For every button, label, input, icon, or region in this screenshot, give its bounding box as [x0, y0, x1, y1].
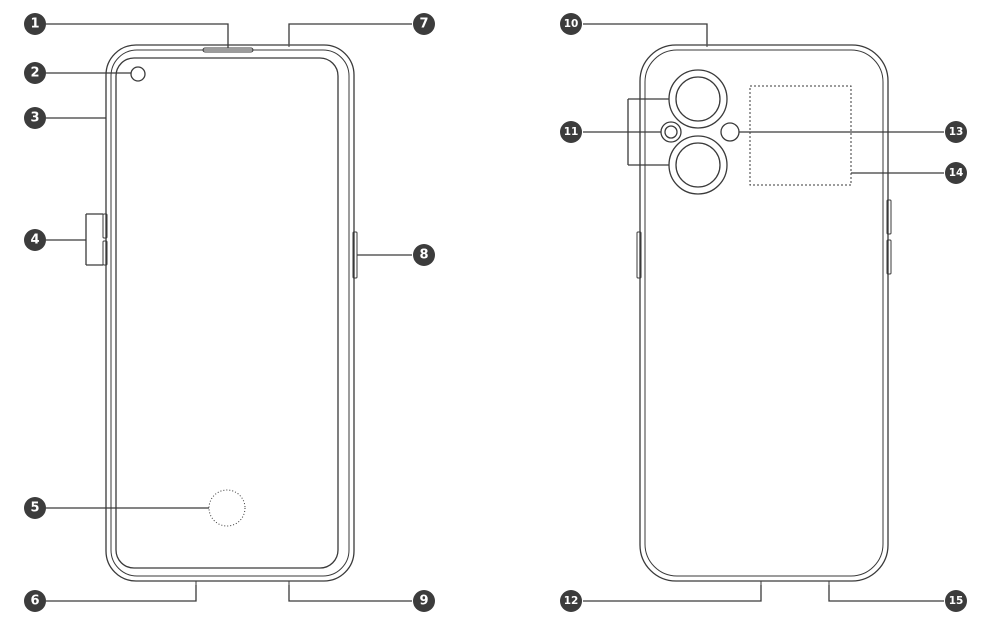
- callout-label: 11: [564, 126, 579, 138]
- callout-badge-6: 6: [24, 590, 46, 612]
- callout-badge-8: 8: [413, 244, 435, 266]
- callout-label: 5: [30, 501, 39, 516]
- callout-label: 3: [30, 111, 39, 126]
- callout-badge-11: 11: [560, 121, 582, 143]
- callout-label: 4: [30, 233, 39, 248]
- callout-badge-7: 7: [413, 13, 435, 35]
- volume-down-button: [102, 240, 108, 266]
- front-screen: [115, 57, 339, 569]
- leader-lines: [46, 23, 944, 602]
- callout-badge-1: 1: [24, 13, 46, 35]
- callout-badge-13: 13: [945, 121, 967, 143]
- front-camera: [130, 66, 146, 82]
- callout-label: 15: [949, 595, 964, 607]
- front-view: [102, 44, 358, 585]
- callout-label: 8: [419, 248, 428, 263]
- callout-badge-12: 12: [560, 590, 582, 612]
- back-left-button: [636, 231, 642, 279]
- back-right-button-upper: [886, 199, 892, 235]
- callout-badge-3: 3: [24, 107, 46, 129]
- volume-up-button: [102, 213, 108, 239]
- back-view: [636, 44, 892, 585]
- callout-label: 12: [564, 595, 579, 607]
- main-camera-lens: [675, 76, 721, 122]
- callout-label: 13: [949, 126, 964, 138]
- second-camera-lens: [675, 142, 721, 188]
- back-body-outer: [639, 44, 889, 582]
- nfc-area: [749, 85, 852, 186]
- macro-camera-lens: [664, 125, 678, 139]
- fingerprint-sensor: [208, 489, 246, 527]
- callout-label: 14: [949, 167, 964, 179]
- callout-badge-14: 14: [945, 162, 967, 184]
- front-body-inner: [110, 49, 350, 577]
- callout-badge-10: 10: [560, 13, 582, 35]
- callout-label: 9: [419, 594, 428, 609]
- callout-label: 1: [30, 17, 39, 32]
- front-body-outer: [105, 44, 355, 582]
- callout-badge-5: 5: [24, 497, 46, 519]
- callout-label: 7: [419, 17, 428, 32]
- flash: [720, 122, 740, 142]
- callout-badge-4: 4: [24, 229, 46, 251]
- callout-label: 6: [30, 594, 39, 609]
- back-body-inner: [644, 49, 884, 577]
- second-camera-ring: [668, 135, 728, 195]
- callout-badge-2: 2: [24, 62, 46, 84]
- callout-label: 2: [30, 66, 39, 81]
- back-right-button-lower: [886, 239, 892, 275]
- main-camera-ring: [668, 69, 728, 129]
- callout-label: 10: [564, 18, 579, 30]
- macro-camera-ring: [660, 121, 682, 143]
- callout-badge-9: 9: [413, 590, 435, 612]
- callout-badge-15: 15: [945, 590, 967, 612]
